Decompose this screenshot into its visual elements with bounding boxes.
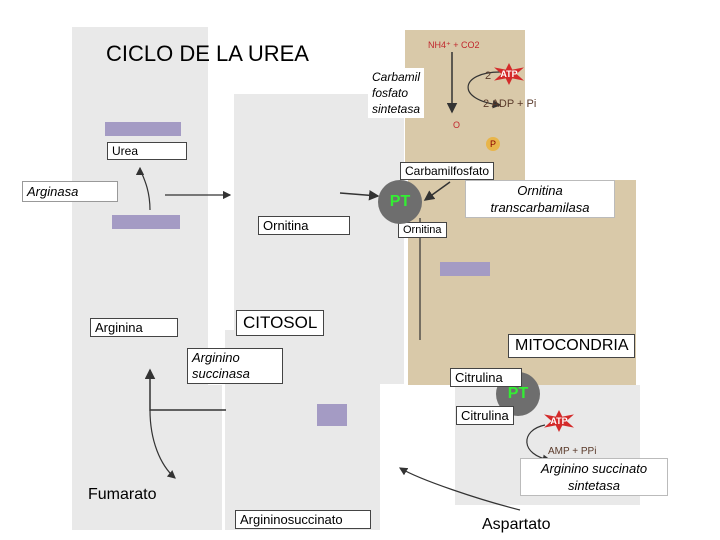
ornitina-mito-label: Ornitina bbox=[398, 222, 447, 238]
citosol-label: CITOSOL bbox=[236, 310, 325, 336]
urea-highlight bbox=[105, 122, 181, 136]
panel-fumarato bbox=[72, 412, 222, 530]
arrow-aspartato-up bbox=[398, 467, 521, 511]
ornitina-transcarbamilasa-label: Ornitina transcarbamilasa bbox=[465, 180, 615, 218]
atp-label: ATP bbox=[500, 69, 518, 79]
mitocondria-label: MITOCONDRIA bbox=[508, 334, 636, 358]
amp-ppi-formula: AMP + PPi bbox=[548, 446, 597, 457]
arginino-succinasa-label: Arginino succinasa bbox=[187, 348, 283, 384]
arrow-ornitina-to-pt bbox=[339, 190, 380, 201]
nh4-co2-formula: NH4⁺ + CO2 bbox=[428, 40, 480, 50]
arrow-arginina-to-urea bbox=[135, 166, 151, 211]
carbamil-fosfato-sintetasa-label: Carbamil fosfato sintetasa bbox=[368, 68, 425, 118]
phosphate-icon: P bbox=[486, 137, 500, 151]
page-title: CICLO DE LA UREA bbox=[106, 41, 309, 66]
arrow-atp-to-citrulina bbox=[526, 424, 552, 463]
arrow-fumarato bbox=[149, 409, 176, 479]
carbamilfosfato-label: Carbamilfosfato bbox=[400, 162, 495, 180]
citrulina-cyto-label: Citrulina bbox=[456, 406, 514, 425]
arrow-carbamil-to-pt bbox=[423, 181, 451, 201]
atp-bottom-label: ATP bbox=[550, 416, 568, 426]
argininosuccinato-highlight bbox=[317, 404, 347, 426]
arginina-label: Arginina bbox=[90, 318, 178, 337]
panel-arginina-lower bbox=[72, 385, 222, 412]
pt-transporter-top: PT bbox=[378, 180, 422, 224]
adp-pi-formula: 2 ADP + Pi bbox=[483, 98, 537, 110]
fumarato-label: Fumarato bbox=[88, 486, 157, 503]
pt-bottom-label: PT bbox=[507, 385, 529, 402]
atp-count: 2 bbox=[485, 70, 492, 82]
citrulina-highlight bbox=[440, 262, 490, 276]
argininosuccinato-label: Argininosuccinato bbox=[235, 510, 371, 529]
panel-mitochondria-top bbox=[405, 30, 525, 180]
urea-label: Urea bbox=[107, 142, 187, 160]
phosphate-label: P bbox=[489, 139, 496, 149]
aspartato-label: Aspartato bbox=[482, 516, 551, 533]
arginina-highlight bbox=[112, 215, 180, 229]
citrulina-mito-label: Citrulina bbox=[450, 368, 522, 387]
arginino-succinato-sintetasa-label: Arginino succinato sintetasa bbox=[520, 458, 668, 496]
arrow-atp-loop bbox=[467, 71, 502, 109]
carbamil-oxygen: O bbox=[453, 120, 461, 130]
pt-top-label: PT bbox=[389, 193, 411, 210]
ornitina-cyto-label: Ornitina bbox=[258, 216, 350, 235]
arginasa-label: Arginasa bbox=[22, 181, 118, 202]
